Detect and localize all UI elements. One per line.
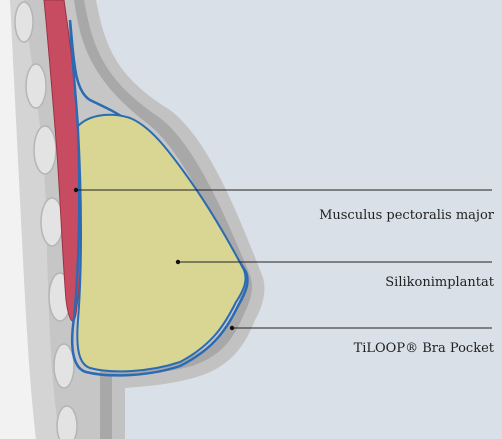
pointer-dot-pectoralis [74, 188, 78, 192]
rib [15, 2, 33, 42]
label-pectoralis: Musculus pectoralis major [319, 208, 494, 223]
rib [26, 64, 46, 108]
pointer-dot-pocket [230, 326, 234, 330]
rib [34, 126, 56, 174]
label-pocket: TiLOOP® Bra Pocket [354, 341, 494, 356]
label-implant: Silikonimplantat [385, 275, 494, 290]
pointer-dot-implant [176, 260, 180, 264]
rib [54, 344, 74, 388]
rib [57, 406, 77, 439]
